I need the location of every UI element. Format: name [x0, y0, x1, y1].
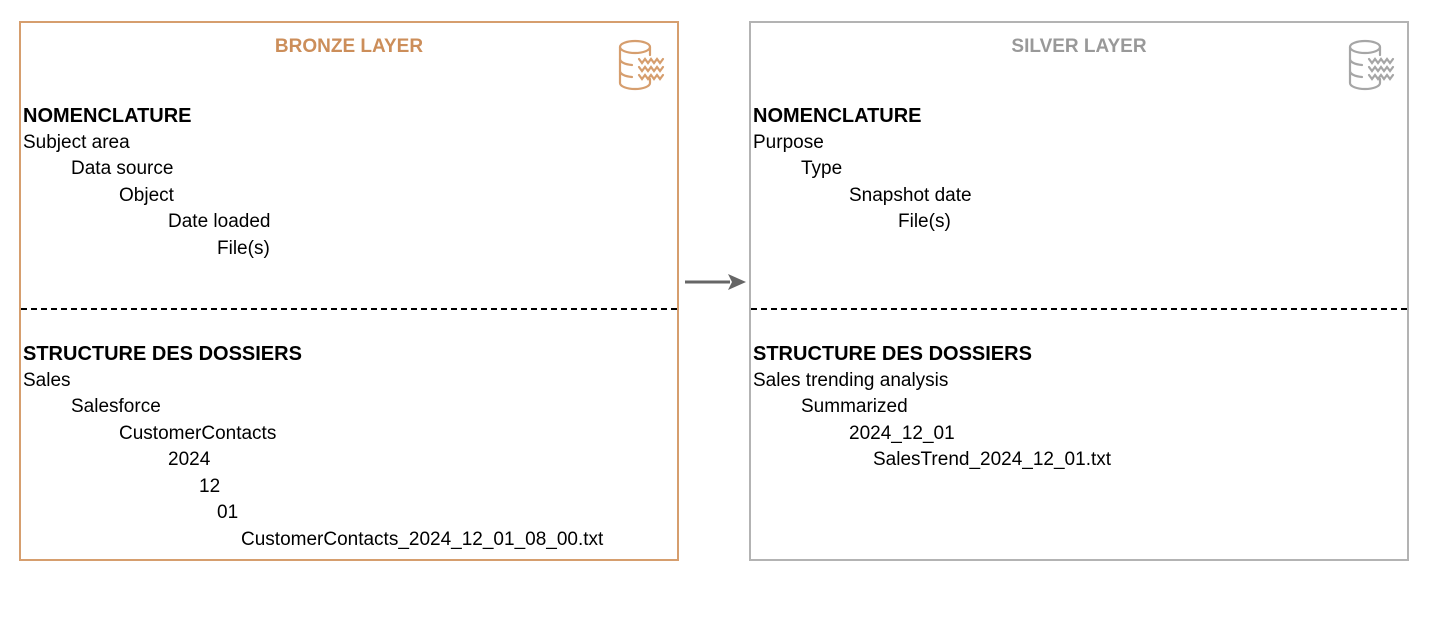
- nomenclature-level: Snapshot date: [849, 184, 972, 206]
- silver-nomenclature: NOMENCLATURE Purpose Type Snapshot date …: [753, 103, 1407, 236]
- nomenclature-level: Date loaded: [168, 211, 271, 232]
- arrow-right-icon: [685, 274, 746, 290]
- bronze-nomenclature: NOMENCLATURE Subject area Data source Ob…: [23, 103, 677, 262]
- folder-item: Sales: [23, 369, 71, 391]
- folder-item: 01: [217, 502, 239, 523]
- folder-item: 12: [199, 475, 221, 497]
- folder-item: CustomerContacts: [119, 422, 277, 444]
- silver-layer-title: SILVER LAYER: [1011, 36, 1147, 57]
- nomenclature-level: File(s): [217, 237, 270, 259]
- folder-item: Summarized: [801, 396, 908, 417]
- nomenclature-level: Purpose: [753, 131, 824, 153]
- nomenclature-level: File(s): [898, 211, 951, 232]
- file-item: CustomerContacts_2024_12_01_08_00.txt: [241, 528, 604, 550]
- database-stream-icon: [1348, 39, 1395, 91]
- silver-folder-structure: STRUCTURE DES DOSSIERS Sales trending an…: [753, 341, 1407, 474]
- folder-structure-heading: STRUCTURE DES DOSSIERS: [753, 343, 1032, 365]
- nomenclature-level: Subject area: [23, 131, 130, 153]
- database-stream-icon: [618, 39, 665, 91]
- file-item: SalesTrend_2024_12_01.txt: [873, 449, 1112, 470]
- section-divider: [21, 308, 677, 310]
- folder-item: Sales trending analysis: [753, 369, 949, 391]
- bronze-layer-box: BRONZE LAYER NOMENCLATURE Subject area D…: [19, 21, 679, 561]
- nomenclature-heading: NOMENCLATURE: [753, 105, 922, 127]
- silver-layer-box: SILVER LAYER NOMENCLATURE Purpose Type S…: [749, 21, 1409, 561]
- folder-structure-heading: STRUCTURE DES DOSSIERS: [23, 343, 302, 365]
- nomenclature-heading: NOMENCLATURE: [23, 105, 192, 127]
- folder-item: 2024: [168, 449, 211, 470]
- bronze-layer-title: BRONZE LAYER: [274, 36, 424, 57]
- section-divider: [751, 308, 1407, 310]
- nomenclature-level: Type: [801, 158, 843, 179]
- nomenclature-level: Object: [119, 184, 174, 206]
- nomenclature-level: Data source: [71, 158, 174, 179]
- folder-item: Salesforce: [71, 396, 161, 417]
- folder-item: 2024_12_01: [849, 422, 955, 444]
- bronze-folder-structure: STRUCTURE DES DOSSIERS Sales Salesforce …: [23, 341, 677, 553]
